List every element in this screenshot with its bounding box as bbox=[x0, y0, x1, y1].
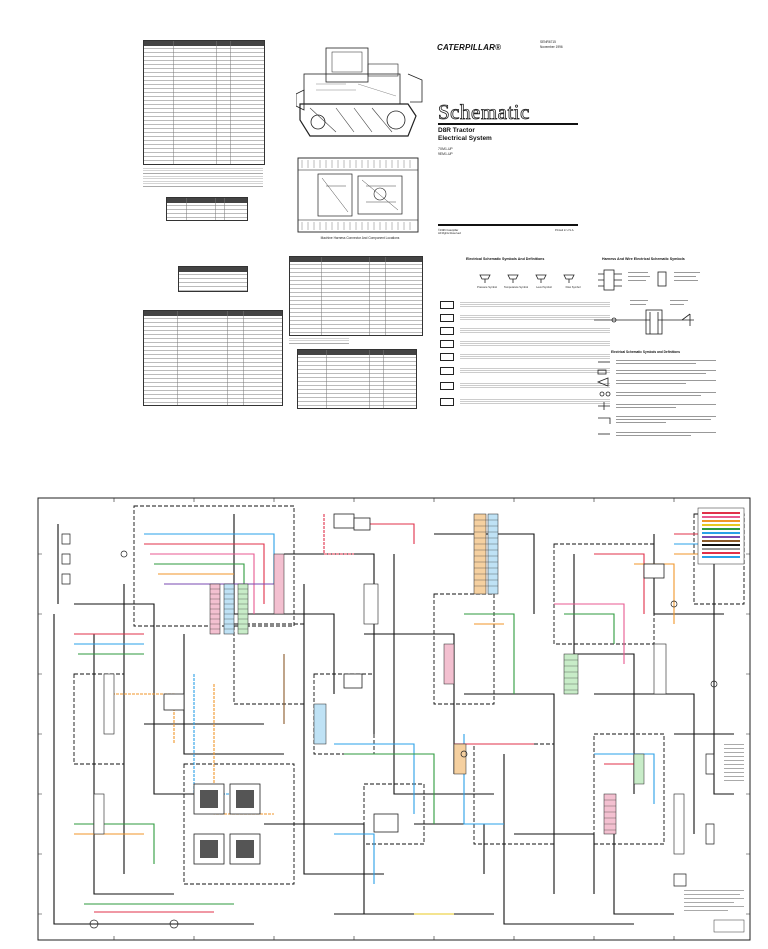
flow-symbol-label: Flow Symbol bbox=[565, 286, 581, 289]
connector-notes bbox=[289, 336, 349, 344]
symbol-row bbox=[440, 326, 620, 335]
electrical-schematic bbox=[37, 497, 751, 941]
symbol-row bbox=[440, 313, 620, 322]
serial-2: 9EM1-UP bbox=[438, 152, 453, 156]
connector-location-table bbox=[143, 40, 265, 165]
harness-heading: Harness And Wire Electrical Schematic Sy… bbox=[602, 257, 685, 261]
tractor-side-view bbox=[296, 47, 423, 137]
symbols-heading: Electrical Schematic Symbols And Definit… bbox=[466, 257, 545, 261]
sensor-symbols bbox=[479, 274, 575, 283]
subtitle-line-2: Electrical System bbox=[438, 135, 492, 142]
small-table-1 bbox=[166, 197, 248, 221]
doc-number: SENR6715 bbox=[540, 40, 556, 44]
temperature-symbol-label: Temperature Symbol bbox=[504, 286, 528, 289]
symbol-row bbox=[440, 381, 620, 390]
symbol-row bbox=[440, 366, 620, 375]
symbol-row bbox=[440, 300, 620, 309]
harness-symbols bbox=[594, 269, 700, 335]
doc-date: November 1996 bbox=[540, 45, 563, 49]
top-sheet: Machine Harness Connector And Component … bbox=[0, 0, 768, 470]
connector-table bbox=[289, 256, 423, 336]
schematic-title: Schematic bbox=[438, 100, 530, 125]
rights: All Rights Reserved bbox=[438, 232, 461, 235]
symbol-row bbox=[440, 397, 620, 406]
symbol-row bbox=[440, 352, 620, 361]
brand-logo: CATERPILLAR® bbox=[437, 43, 502, 52]
copyright: ©1996 Caterpillar bbox=[438, 229, 459, 232]
component-table bbox=[143, 310, 283, 406]
pressure-symbol-label: Pressure Symbol bbox=[477, 286, 497, 289]
locations-caption: Machine Harness Connector And Component … bbox=[320, 236, 400, 240]
title-rule bbox=[438, 123, 578, 125]
level-symbol-label: Level Symbol bbox=[536, 286, 552, 289]
symbol-row bbox=[440, 339, 620, 348]
relay-table bbox=[297, 349, 417, 409]
title-bottom-rule bbox=[438, 224, 578, 226]
serial-1: 7XM1-UP bbox=[438, 147, 453, 151]
small-table-2 bbox=[178, 266, 248, 292]
table-notes bbox=[143, 166, 263, 188]
wire-defs-heading: Electrical Schematic Symbols and Definit… bbox=[611, 350, 681, 354]
subtitle-line-1: D8R Tractor bbox=[438, 127, 475, 134]
tractor-top-view bbox=[297, 157, 419, 233]
printed: Printed in U.S.A. bbox=[555, 229, 575, 232]
wire-defs-text bbox=[596, 356, 722, 442]
